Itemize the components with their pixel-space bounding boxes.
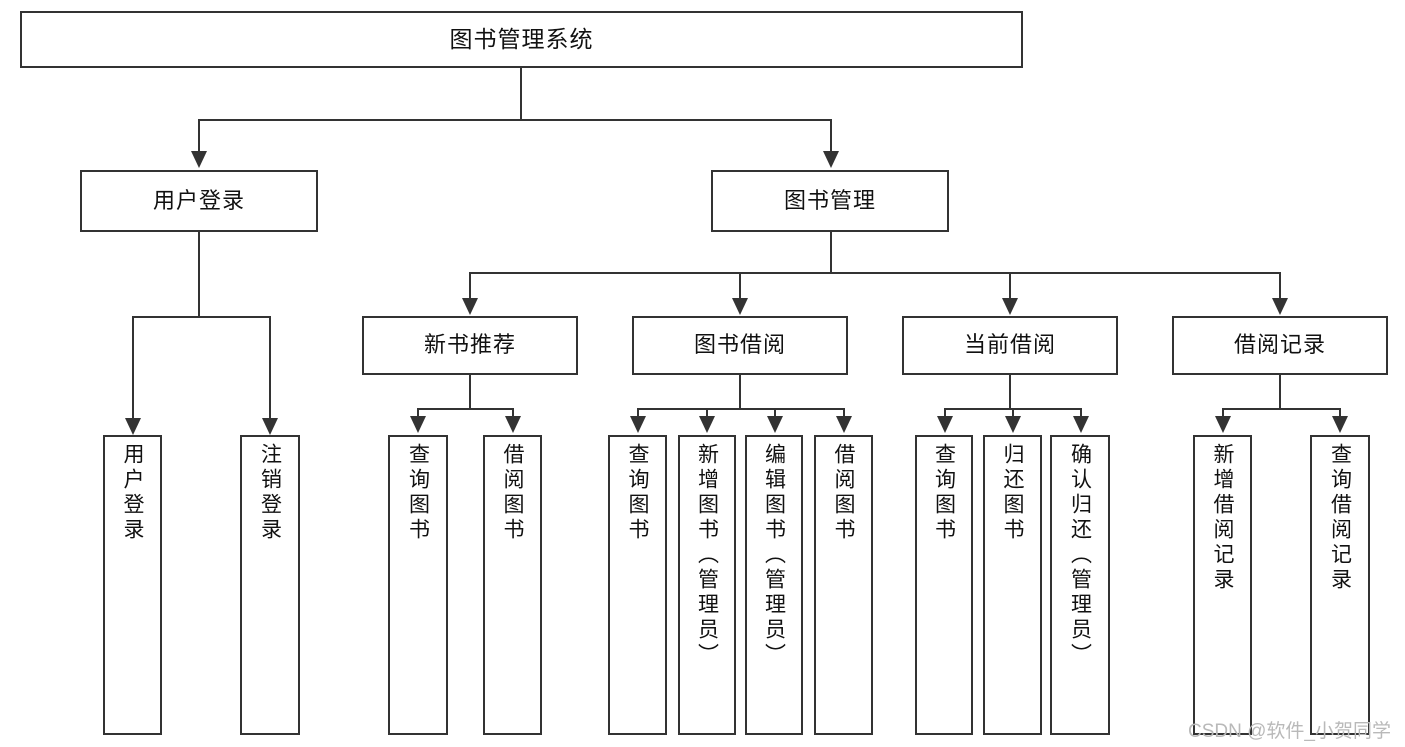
connector-book-management-stem [830,232,832,273]
connector-newbook-stem [469,375,471,409]
node-label: 用户登录 [152,187,245,213]
arrow-to-leaf-logout [262,418,278,435]
node-current-borrowing[interactable]: 当前借阅 [902,316,1118,375]
arrow-to-book-borrow [732,298,748,315]
node-label: 图书管理 [783,187,876,213]
leaf-confirm-return-admin[interactable]: 确认归还（管理员） [1050,435,1110,735]
connector-drop-book-borrow [739,272,741,298]
leaf-label: 查询图书 [406,443,430,543]
node-user-login[interactable]: 用户登录 [80,170,318,232]
csdn-watermark: CSDN @软件_小贺同学 [1188,721,1391,742]
connector-drop-leaf-logout [269,316,271,418]
leaf-label: 查询借阅记录 [1328,443,1352,593]
node-label: 图书借阅 [693,332,786,358]
leaf-query-book-borrow[interactable]: 查询图书 [608,435,667,735]
arrow-to-nb-0 [410,416,426,433]
arrow-to-br-1 [1332,416,1348,433]
leaf-return-book[interactable]: 归还图书 [983,435,1042,735]
arrow-to-current-borrow [1002,298,1018,315]
leaf-label: 注销登录 [258,443,282,543]
leaf-label: 新增借阅记录 [1211,443,1234,593]
arrow-to-br-0 [1215,416,1231,433]
node-label: 当前借阅 [963,332,1056,358]
node-book-borrowing[interactable]: 图书借阅 [632,316,848,375]
leaf-label: 新增图书（管理员） [695,443,719,668]
leaf-user-login[interactable]: 用户登录 [103,435,162,735]
connector-drop-bb-0 [637,408,639,418]
leaf-label: 借阅图书 [501,443,524,543]
connector-drop-bb-1 [706,408,708,418]
arrow-to-cb-2 [1073,416,1089,433]
node-label: 图书管理系统 [449,25,594,52]
node-label: 新书推荐 [423,332,516,358]
arrow-to-new-book-rec [462,298,478,315]
arrow-to-bb-0 [630,416,646,433]
connector-drop-br-0 [1222,408,1224,418]
arrow-to-nb-1 [505,416,521,433]
connector-drop-user-login [198,119,200,151]
connector-drop-nb-1 [512,408,514,418]
leaf-logout[interactable]: 注销登录 [240,435,300,735]
leaf-label: 查询图书 [932,443,956,543]
connector-drop-bb-3 [843,408,845,418]
node-book-management[interactable]: 图书管理 [711,170,949,232]
arrow-to-user-login [191,151,207,168]
connector-record-stem [1279,375,1281,409]
connector-drop-new-book-rec [469,272,471,298]
connector-drop-br-1 [1339,408,1341,418]
arrow-to-bb-2 [767,416,783,433]
connector-drop-book-management [830,119,832,151]
leaf-borrow-book[interactable]: 借阅图书 [814,435,873,735]
node-label: 借阅记录 [1233,332,1326,358]
connector-drop-current-borrow [1009,272,1011,298]
connector-drop-nb-0 [417,408,419,418]
connector-drop-leaf-user-login [132,316,134,418]
connector-user-login-stem [198,232,200,317]
connector-drop-cb-0 [944,408,946,418]
leaf-label: 确认归还（管理员） [1068,443,1092,668]
connector-current-stem [1009,375,1011,409]
connector-drop-borrow-record [1279,272,1281,298]
leaf-label: 用户登录 [121,443,144,543]
leaf-query-book-newrec[interactable]: 查询图书 [388,435,448,735]
leaf-edit-book-admin[interactable]: 编辑图书（管理员） [745,435,803,735]
node-borrowing-record[interactable]: 借阅记录 [1172,316,1388,375]
leaf-label: 查询图书 [626,443,649,543]
connector-level1-bus [198,119,832,121]
arrow-to-bb-3 [836,416,852,433]
leaf-query-borrow-record[interactable]: 查询借阅记录 [1310,435,1370,735]
connector-drop-cb-2 [1080,408,1082,418]
arrow-to-bb-1 [699,416,715,433]
connector-level3-bus [469,272,1281,274]
leaf-borrow-book-newrec[interactable]: 借阅图书 [483,435,542,735]
arrow-to-cb-0 [937,416,953,433]
arrow-to-cb-1 [1005,416,1021,433]
arrow-to-book-management [823,151,839,168]
connector-borrow-bus [637,408,844,410]
leaf-query-book-current[interactable]: 查询图书 [915,435,973,735]
connector-root-stem [520,68,522,121]
leaf-add-borrow-record[interactable]: 新增借阅记录 [1193,435,1252,735]
arrow-to-leaf-user-login [125,418,141,435]
node-root-book-management-system[interactable]: 图书管理系统 [20,11,1023,68]
connector-borrow-stem [739,375,741,409]
arrow-to-borrow-record [1272,298,1288,315]
leaf-label: 编辑图书（管理员） [762,443,786,668]
leaf-label: 借阅图书 [832,443,855,543]
connector-drop-cb-1 [1012,408,1014,418]
connector-user-login-bus [132,316,270,318]
connector-record-bus [1222,408,1340,410]
connector-drop-bb-2 [774,408,776,418]
node-new-book-recommendation[interactable]: 新书推荐 [362,316,578,375]
connector-newbook-bus [417,408,513,410]
leaf-label: 归还图书 [1001,443,1024,543]
leaf-add-book-admin[interactable]: 新增图书（管理员） [678,435,736,735]
